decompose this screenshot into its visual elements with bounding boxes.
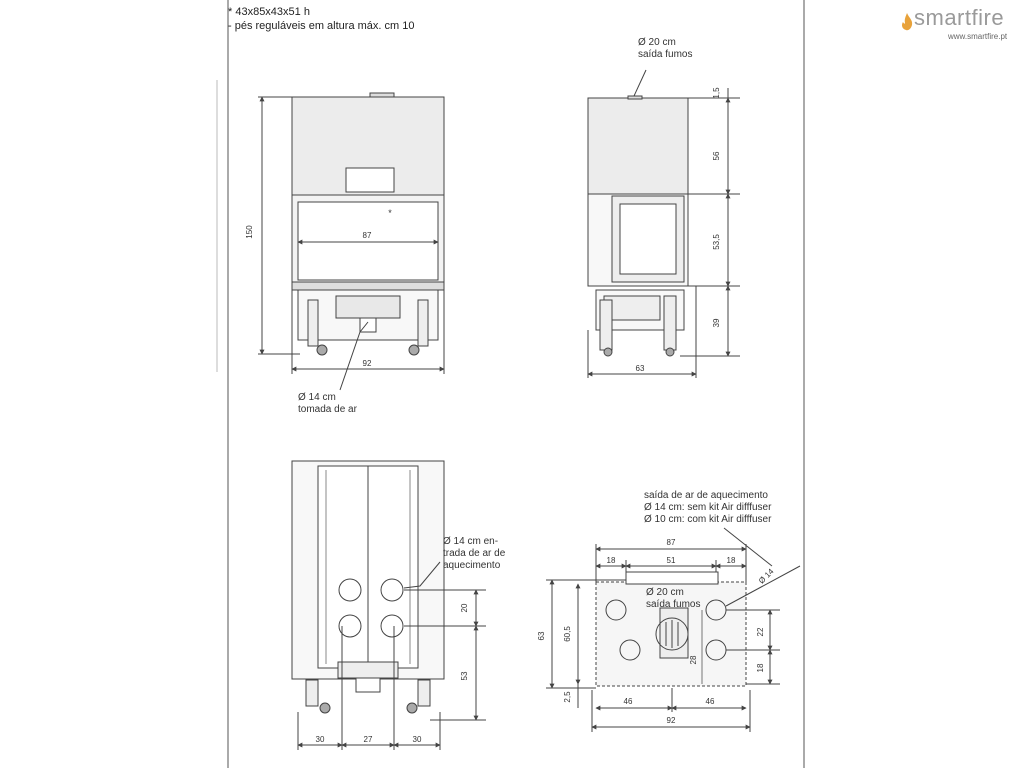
front-air-leader xyxy=(339,321,369,391)
note-dimensions: * 43x85x43x51 h xyxy=(228,6,310,18)
front-leg-right xyxy=(417,299,429,347)
rear-inlet-label-3: aquecimento xyxy=(443,560,501,571)
side-dim-lower-label: 39 xyxy=(712,318,721,327)
side-flue-label-1: Ø 20 cm xyxy=(638,37,676,48)
top-dim-46-left-label: 46 xyxy=(624,697,633,706)
rear-inlet-bottom-left xyxy=(338,614,362,638)
top-flue-label-1: Ø 20 cm xyxy=(646,587,684,598)
top-flue-label-2: saída fumos xyxy=(646,599,700,610)
front-glass-width-label: 87 xyxy=(363,231,372,240)
front-top-collar xyxy=(369,92,395,98)
rear-dim-53-label: 53 xyxy=(460,671,469,680)
brand-name: smartfire xyxy=(914,5,1005,30)
front-air-pipe xyxy=(359,317,377,333)
rear-leg-right xyxy=(417,679,431,707)
brand-logo: smartfire xyxy=(902,5,1004,31)
side-wheel-left xyxy=(603,347,613,357)
top-front-lip xyxy=(625,571,719,585)
front-air-inlet-label-1: Ø 14 cm xyxy=(298,392,336,403)
top-dim-28-label: 28 xyxy=(689,655,698,664)
flame-icon xyxy=(902,13,913,31)
side-glass xyxy=(619,203,677,275)
top-dim-92-label: 92 xyxy=(667,716,676,725)
rear-inlet-top-left xyxy=(338,578,362,602)
rear-dim-right-label: 30 xyxy=(413,735,422,744)
brand-url: www.smartfire.pt xyxy=(948,32,1008,41)
side-view xyxy=(587,69,740,378)
side-depth-label: 63 xyxy=(636,364,645,373)
side-flue-leader xyxy=(633,69,647,97)
front-plate xyxy=(345,167,395,193)
note-adjustable-feet: - pés reguláveis em altura máx. cm 10 xyxy=(228,20,415,32)
top-dim-18-left-label: 18 xyxy=(607,556,616,565)
front-air-box xyxy=(335,295,401,319)
top-dim-63-label: 63 xyxy=(537,631,546,640)
front-view xyxy=(258,92,445,391)
top-flue-outlet xyxy=(655,617,689,651)
side-dim-top-label: 1,5 xyxy=(712,87,721,99)
side-flue-label-2: saída fumos xyxy=(638,49,692,60)
top-dim-60-5-label: 60,5 xyxy=(563,626,572,642)
rear-dim-left-label: 30 xyxy=(316,735,325,744)
front-wheel-right xyxy=(408,344,420,356)
top-dim-18-right-label: 18 xyxy=(727,556,736,565)
top-dim-18-v-label: 18 xyxy=(756,663,765,672)
rear-inlet-top-right xyxy=(380,578,404,602)
top-outlet-leader xyxy=(723,527,773,567)
top-flue-plate xyxy=(659,607,689,659)
front-width-label: 92 xyxy=(363,359,372,368)
rear-leg-left xyxy=(305,679,319,707)
top-dim-46-right-label: 46 xyxy=(706,697,715,706)
top-d14-leader xyxy=(725,565,801,607)
side-air-box xyxy=(603,295,661,321)
top-dim-22-label: 22 xyxy=(756,627,765,636)
front-asterisk: * xyxy=(388,208,392,218)
top-view xyxy=(546,527,801,732)
side-flue-collar xyxy=(627,95,643,100)
top-dim-87-label: 87 xyxy=(667,538,676,547)
side-hood xyxy=(587,97,689,195)
front-height-label: 150 xyxy=(245,225,254,239)
front-air-inlet-label-2: tomada de ar xyxy=(298,404,358,415)
top-d14-label: Ø 14 xyxy=(757,567,776,586)
rear-wheel-right xyxy=(406,702,418,714)
rear-dim-center-label: 27 xyxy=(364,735,373,744)
rear-base-box xyxy=(337,661,399,679)
front-glass xyxy=(297,201,439,281)
rear-inlet-bottom-right xyxy=(380,614,404,638)
front-leg-left xyxy=(307,299,319,347)
rear-inlet-leader xyxy=(403,561,441,589)
rear-inlet-label-1: Ø 14 cm en- xyxy=(443,536,498,547)
top-dim-51-label: 51 xyxy=(667,556,676,565)
side-dim-upper-label: 56 xyxy=(712,151,721,160)
top-outlet-label-3: Ø 10 cm: com kit Air difffuser xyxy=(644,514,772,525)
top-dim-2-5-label: 2,5 xyxy=(563,691,572,703)
rear-inlet-label-2: trada de ar de xyxy=(443,548,506,559)
side-dim-middle-label: 53,5 xyxy=(712,234,721,250)
side-wheel-right xyxy=(665,347,675,357)
side-leg-right xyxy=(663,295,677,351)
top-outlet-label-2: Ø 14 cm: sem kit Air difffuser xyxy=(644,502,772,513)
top-outlet-bottom-left xyxy=(619,639,641,661)
side-leg-left xyxy=(599,299,613,351)
rear-dim-20-label: 20 xyxy=(460,603,469,612)
front-wheel-left xyxy=(316,344,328,356)
rear-base-pipe xyxy=(355,677,381,693)
rear-wheel-left xyxy=(319,702,331,714)
top-outlet-top-left xyxy=(605,599,627,621)
rear-view xyxy=(291,460,486,750)
front-base-bar xyxy=(291,281,445,291)
top-outlet-label-1: saída de ar de aquecimento xyxy=(644,490,768,501)
